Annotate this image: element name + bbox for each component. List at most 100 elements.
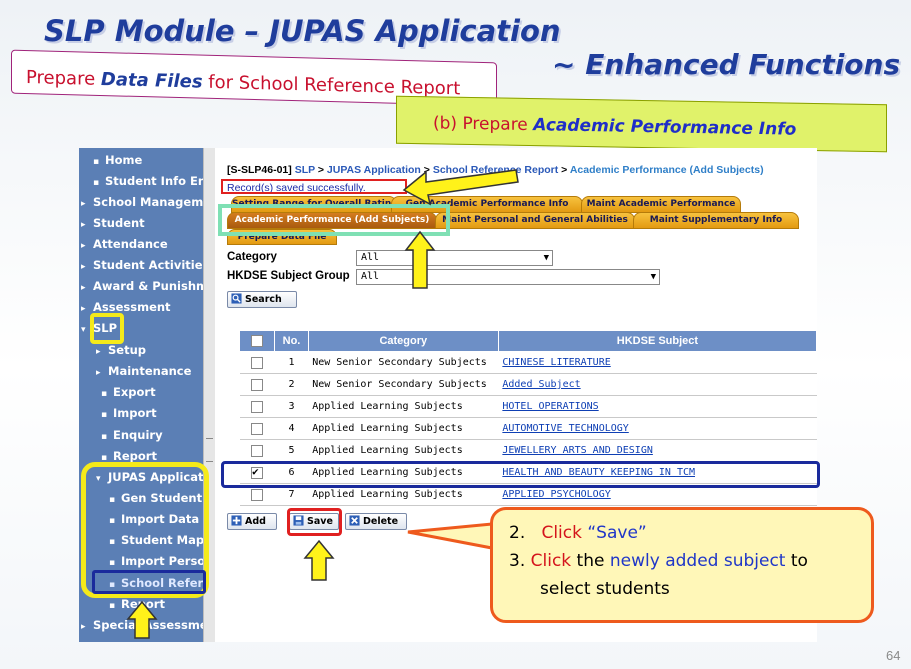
row-checkbox[interactable] (251, 488, 264, 501)
sidebar-item-maintenance[interactable]: ▸Maintenance (96, 364, 191, 378)
breadcrumb-jupas[interactable]: JUPAS Application (326, 164, 421, 176)
row-subject-link[interactable]: HEALTH AND BEAUTY KEEPING IN TCM (498, 461, 817, 484)
bullet-icon: ▪ (109, 516, 116, 526)
row-subject-link[interactable]: CHINESE LITERATURE (498, 351, 817, 374)
sidebar-item-jupas-application[interactable]: ▾ JUPAS Applicat (96, 470, 203, 484)
bullet-icon: ▪ (109, 537, 116, 547)
sidebar-item-attendance[interactable]: ▸Attendance (81, 237, 168, 251)
arrow-up-icon (303, 539, 335, 581)
callout-line-1: 2. Click “Save” (509, 523, 647, 543)
sidebar-item-label: SLP (93, 321, 118, 335)
add-button-label: Add (245, 516, 266, 527)
scrollbar-grip[interactable] (206, 438, 213, 462)
row-no: 1 (274, 351, 309, 374)
slp-highlight (90, 313, 124, 344)
sidebar-item-label: Import Person (121, 554, 203, 568)
collapse-arrow-icon: ▾ (96, 474, 101, 484)
sidebar-item-label: Enquiry (113, 428, 163, 442)
row-select-cell (239, 351, 275, 374)
expand-arrow-icon: ▸ (81, 262, 86, 272)
app-screenshot: ▪Home ▪Student Info Enq ▸School Manageme… (79, 148, 817, 642)
sidebar-item-label: Export (113, 385, 156, 399)
row-no: 4 (274, 417, 309, 440)
sidebar-item-assessment[interactable]: ▸Assessment (81, 300, 171, 314)
sidebar-item-label: Student Activities (93, 258, 203, 272)
row-checkbox-checked[interactable] (251, 465, 264, 479)
row-category: New Senior Secondary Subjects (308, 373, 499, 396)
sidebar-item-student[interactable]: ▸Student (81, 216, 145, 230)
row-subject-link[interactable]: HOTEL OPERATIONS (498, 395, 817, 418)
sidebar-item-import-data-file[interactable]: ▪Import Data Fi (109, 512, 203, 526)
row-checkbox[interactable] (251, 378, 264, 391)
sidebar-item-label: Report (113, 449, 157, 463)
category-select[interactable]: All▼ (356, 250, 553, 266)
row-select-cell (239, 395, 275, 418)
row-checkbox[interactable] (251, 400, 264, 413)
select-all-checkbox[interactable] (251, 335, 264, 348)
chevron-down-icon: ▼ (543, 253, 549, 263)
hkdse-subject-group-select[interactable]: All▼ (356, 269, 660, 285)
tab-academic-performance-add-subjects[interactable]: Academic Performance (Add Subjects) (227, 212, 437, 229)
sidebar-item-award-punishment[interactable]: ▸ Award & Punishme (81, 279, 203, 293)
row-select-cell (239, 373, 275, 396)
slide-title: SLP Module – JUPAS Application (44, 14, 561, 48)
row-checkbox[interactable] (251, 356, 264, 369)
delete-button[interactable]: Delete (345, 513, 407, 530)
sidebar-item-setup[interactable]: ▸Setup (96, 343, 146, 357)
tab-maint-personal-abilities[interactable]: Maint Personal and General Abilities (435, 212, 635, 229)
sidebar-item-label: JUPAS Applicat (108, 470, 203, 484)
sidebar-item-student-info-enq[interactable]: ▪Student Info Enq (93, 174, 203, 188)
sidebar-item-report[interactable]: ▪Report (101, 449, 157, 463)
add-icon (231, 515, 242, 526)
sidebar-item-gen-student-list[interactable]: ▪Gen Student L (109, 491, 203, 505)
column-header-hkdse-subject: HKDSE Subject (497, 330, 817, 352)
sidebar-item-export[interactable]: ▪Export (101, 385, 156, 399)
row-select-cell (239, 461, 275, 484)
add-button[interactable]: Add (227, 513, 277, 530)
bullet-icon: ▪ (109, 580, 116, 590)
save-button-label: Save (307, 516, 333, 527)
bullet-icon: ▪ (101, 410, 108, 420)
table-row: 6 Applied Learning Subjects HEALTH AND B… (239, 461, 817, 484)
save-button[interactable]: Save (289, 513, 339, 530)
tab-maint-supplementary-info[interactable]: Maint Supplementary Info (633, 212, 799, 229)
search-button[interactable]: Search (227, 291, 297, 308)
bullet-icon: ▪ (109, 495, 116, 505)
expand-arrow-icon: ▸ (81, 283, 86, 293)
sidebar-item-student-mapping[interactable]: ▪Student Mapp (109, 533, 203, 547)
arrow-left-icon (402, 169, 519, 206)
row-subject-link[interactable]: AUTOMOTIVE TECHNOLOGY (498, 417, 817, 440)
hkdse-subject-group-label: HKDSE Subject Group (227, 270, 350, 282)
sidebar-item-school-management[interactable]: ▸School Managemen (81, 195, 203, 209)
breadcrumb-slp[interactable]: SLP (294, 164, 315, 176)
row-no: 7 (274, 483, 309, 506)
sidebar-item-home[interactable]: ▪Home (93, 153, 142, 167)
row-select-cell (239, 417, 275, 440)
row-select-cell (239, 483, 275, 506)
sidebar-item-label: Import (113, 406, 157, 420)
sidebar-item-slp[interactable]: ▾SLP (81, 321, 117, 335)
saved-message-highlight (221, 179, 407, 194)
row-subject-link[interactable]: Added Subject (498, 373, 817, 396)
sidebar-item-label: Assessment (93, 300, 171, 314)
sidebar-item-import-personal[interactable]: ▪Import Person (109, 554, 203, 568)
row-checkbox[interactable] (251, 444, 264, 457)
table-row: 1 New Senior Secondary Subjects CHINESE … (239, 351, 817, 374)
expand-arrow-icon: ▸ (81, 220, 86, 230)
row-checkbox[interactable] (251, 422, 264, 435)
row-subject-link[interactable]: APPLIED PSYCHOLOGY (498, 483, 817, 506)
breadcrumb-school-reference[interactable]: School Reference Report (432, 164, 559, 176)
the-word: the (571, 551, 610, 571)
sidebar-item-label: School Managemen (93, 195, 203, 209)
row-category: Applied Learning Subjects (308, 483, 499, 506)
sidebar-menu: ▪Home ▪Student Info Enq ▸School Manageme… (79, 148, 203, 642)
new-subject-row-highlight (221, 461, 820, 488)
sidebar-item-student-activities[interactable]: ▸ Student Activities (81, 258, 203, 272)
page-number: 64 (886, 648, 901, 663)
sidebar-item-school-reference[interactable]: ▪School Refere (109, 576, 203, 590)
to-word: to (785, 551, 808, 571)
screen-code: [S-SLP46-01] (227, 164, 292, 176)
sidebar-item-enquiry[interactable]: ▪Enquiry (101, 428, 163, 442)
sidebar-item-import[interactable]: ▪ Import (101, 406, 157, 420)
sidebar-item-label: Award & Punishme (93, 279, 203, 293)
